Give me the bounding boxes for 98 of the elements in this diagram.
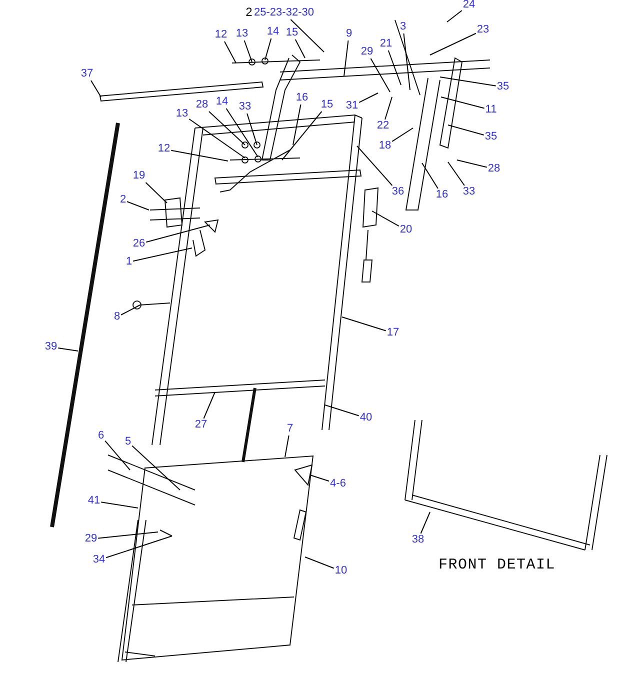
callout-number: 16 [296,92,308,104]
leader-line [456,160,488,168]
callout-number: 41 [88,496,100,506]
callout-number: 34 [92,554,106,566]
callout-number: 33 [238,102,252,112]
callout-number: 1 [126,256,132,268]
view-caption: FRONT DETAIL [438,558,556,572]
leader-line [132,248,192,262]
callout-number: 31 [346,100,358,112]
leader-line [342,316,386,332]
callout-number: 37 [80,68,94,80]
leader-line [448,124,484,136]
callout-number: 7 [286,424,294,434]
leader-line [203,392,216,419]
callout-number: 35 [484,132,498,142]
leader-line [120,304,140,316]
leader-line [304,556,334,569]
callout-number: 13 [236,28,248,40]
callout-number: 13 [176,108,188,120]
callout-number: 18 [378,140,392,152]
leader-line [294,39,306,58]
leader-line [226,108,258,158]
callout-number: 4-6 [330,478,346,490]
callout-number: 12 [158,144,170,154]
callout-number: 29 [360,46,374,58]
leader-line [146,224,210,243]
callout-number: 23 [476,24,490,36]
callout-number: 14 [266,26,280,38]
callout-number: 19 [132,170,146,182]
callout-number: 25-23-32-30 [254,8,314,18]
leader-line [284,435,290,458]
leader-line [446,10,462,22]
leader-line [420,512,430,534]
callout-number: 35 [496,82,510,92]
leader-line [98,532,158,539]
leader-line [356,146,393,186]
leader-line [388,50,402,86]
leader-line [310,474,330,482]
callout-number: 20 [400,224,412,236]
leader-line [282,111,322,160]
leader-line [170,150,228,162]
callout-number: 28 [488,164,500,174]
callout-number: 24 [462,0,476,10]
leader-line [448,162,465,186]
leader-line [344,40,349,76]
callout-number: 38 [412,534,424,546]
leader-line [106,536,172,558]
leader-line [292,104,302,146]
leader-line [430,32,476,56]
leader-line [100,502,138,508]
leader-line [440,76,496,86]
leader-line [188,118,246,158]
callout-number: 6 [98,430,104,442]
leader-line [132,445,180,490]
leader-line [324,404,360,416]
callout-number: 36 [392,186,404,198]
callout-number: 33 [462,186,476,198]
callout-number: 16 [436,190,448,200]
leader-line [422,162,438,189]
callout-number: 15 [320,100,334,110]
leader-line [104,440,130,470]
leader-line [244,40,252,62]
callout-number: 2 [120,194,126,206]
callout-number: 29 [84,534,98,544]
callout-number: 26 [132,238,146,250]
callout-number: 22 [376,120,390,132]
callout-number: 21 [380,38,392,50]
leader-line [90,80,102,98]
leader-line [403,33,410,90]
callout-number: 28 [196,100,208,110]
leader-line [224,41,236,64]
leader-line [264,38,272,60]
callout-number: 27 [194,420,208,430]
leader-line [392,128,414,142]
callout-number: 10 [334,566,348,576]
leader-line [370,58,390,92]
callout-number: 39 [44,342,58,352]
leader-line [246,113,258,146]
callout-number: 40 [360,412,372,424]
leader-line [372,210,400,227]
callout-number: 3 [400,22,406,32]
callout-number: 9 [346,28,352,40]
callout-number: 8 [114,312,120,322]
callout-number: 17 [386,328,400,338]
leader-line [384,96,392,120]
leader-line [126,201,150,210]
leader-line [290,19,324,52]
callout-number: 2 [246,6,252,18]
callout-number: 11 [485,104,497,116]
callout-number: 15 [286,28,298,38]
leader-line [208,111,246,146]
leader-line [358,92,378,103]
callout-number: 12 [214,30,228,40]
leader-line [58,348,78,352]
leader-line [145,182,168,204]
callout-number: 14 [216,96,228,108]
leader-line [440,96,485,109]
callout-number: 5 [124,436,132,448]
